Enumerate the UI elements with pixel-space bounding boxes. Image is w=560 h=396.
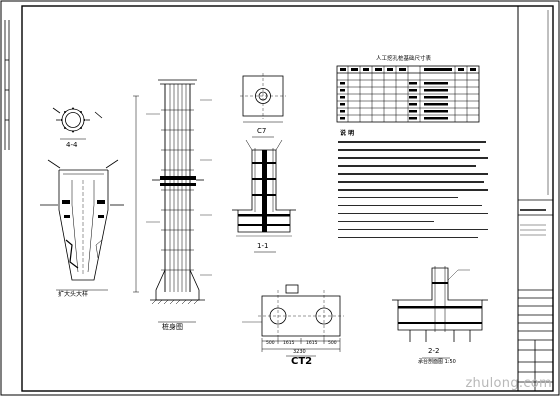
pile-bottom-detail-label: 扩大头大样 [58, 291, 89, 298]
pile-elevation-label: 桩身图 [162, 323, 183, 331]
watermark: zhulong.com [465, 376, 552, 391]
section-2-2-caption: 承台剖面图 1:50 [418, 359, 456, 365]
section-4-4-label: 4-4 [66, 141, 78, 149]
section-1-1-label: 1-1 [257, 242, 269, 250]
design-notes [338, 141, 488, 245]
cap-c7-label: C7 [257, 127, 267, 135]
ct2-total-dimension: 3230 [293, 349, 306, 355]
section-2-2-label: 2-2 [428, 347, 440, 355]
ct2-dimension-segment: 1615 [306, 341, 318, 346]
ct2-dimension-segment: 1615 [283, 341, 295, 346]
ct2-dimension-segment: 500 [328, 341, 337, 346]
ct2-dimension-segment: 500 [266, 341, 275, 346]
cap-ct2-label: CT2 [291, 356, 313, 367]
notes-heading: 说 明 [340, 130, 355, 137]
pile-table-title: 人工挖孔桩基础尺寸表 [376, 56, 432, 62]
